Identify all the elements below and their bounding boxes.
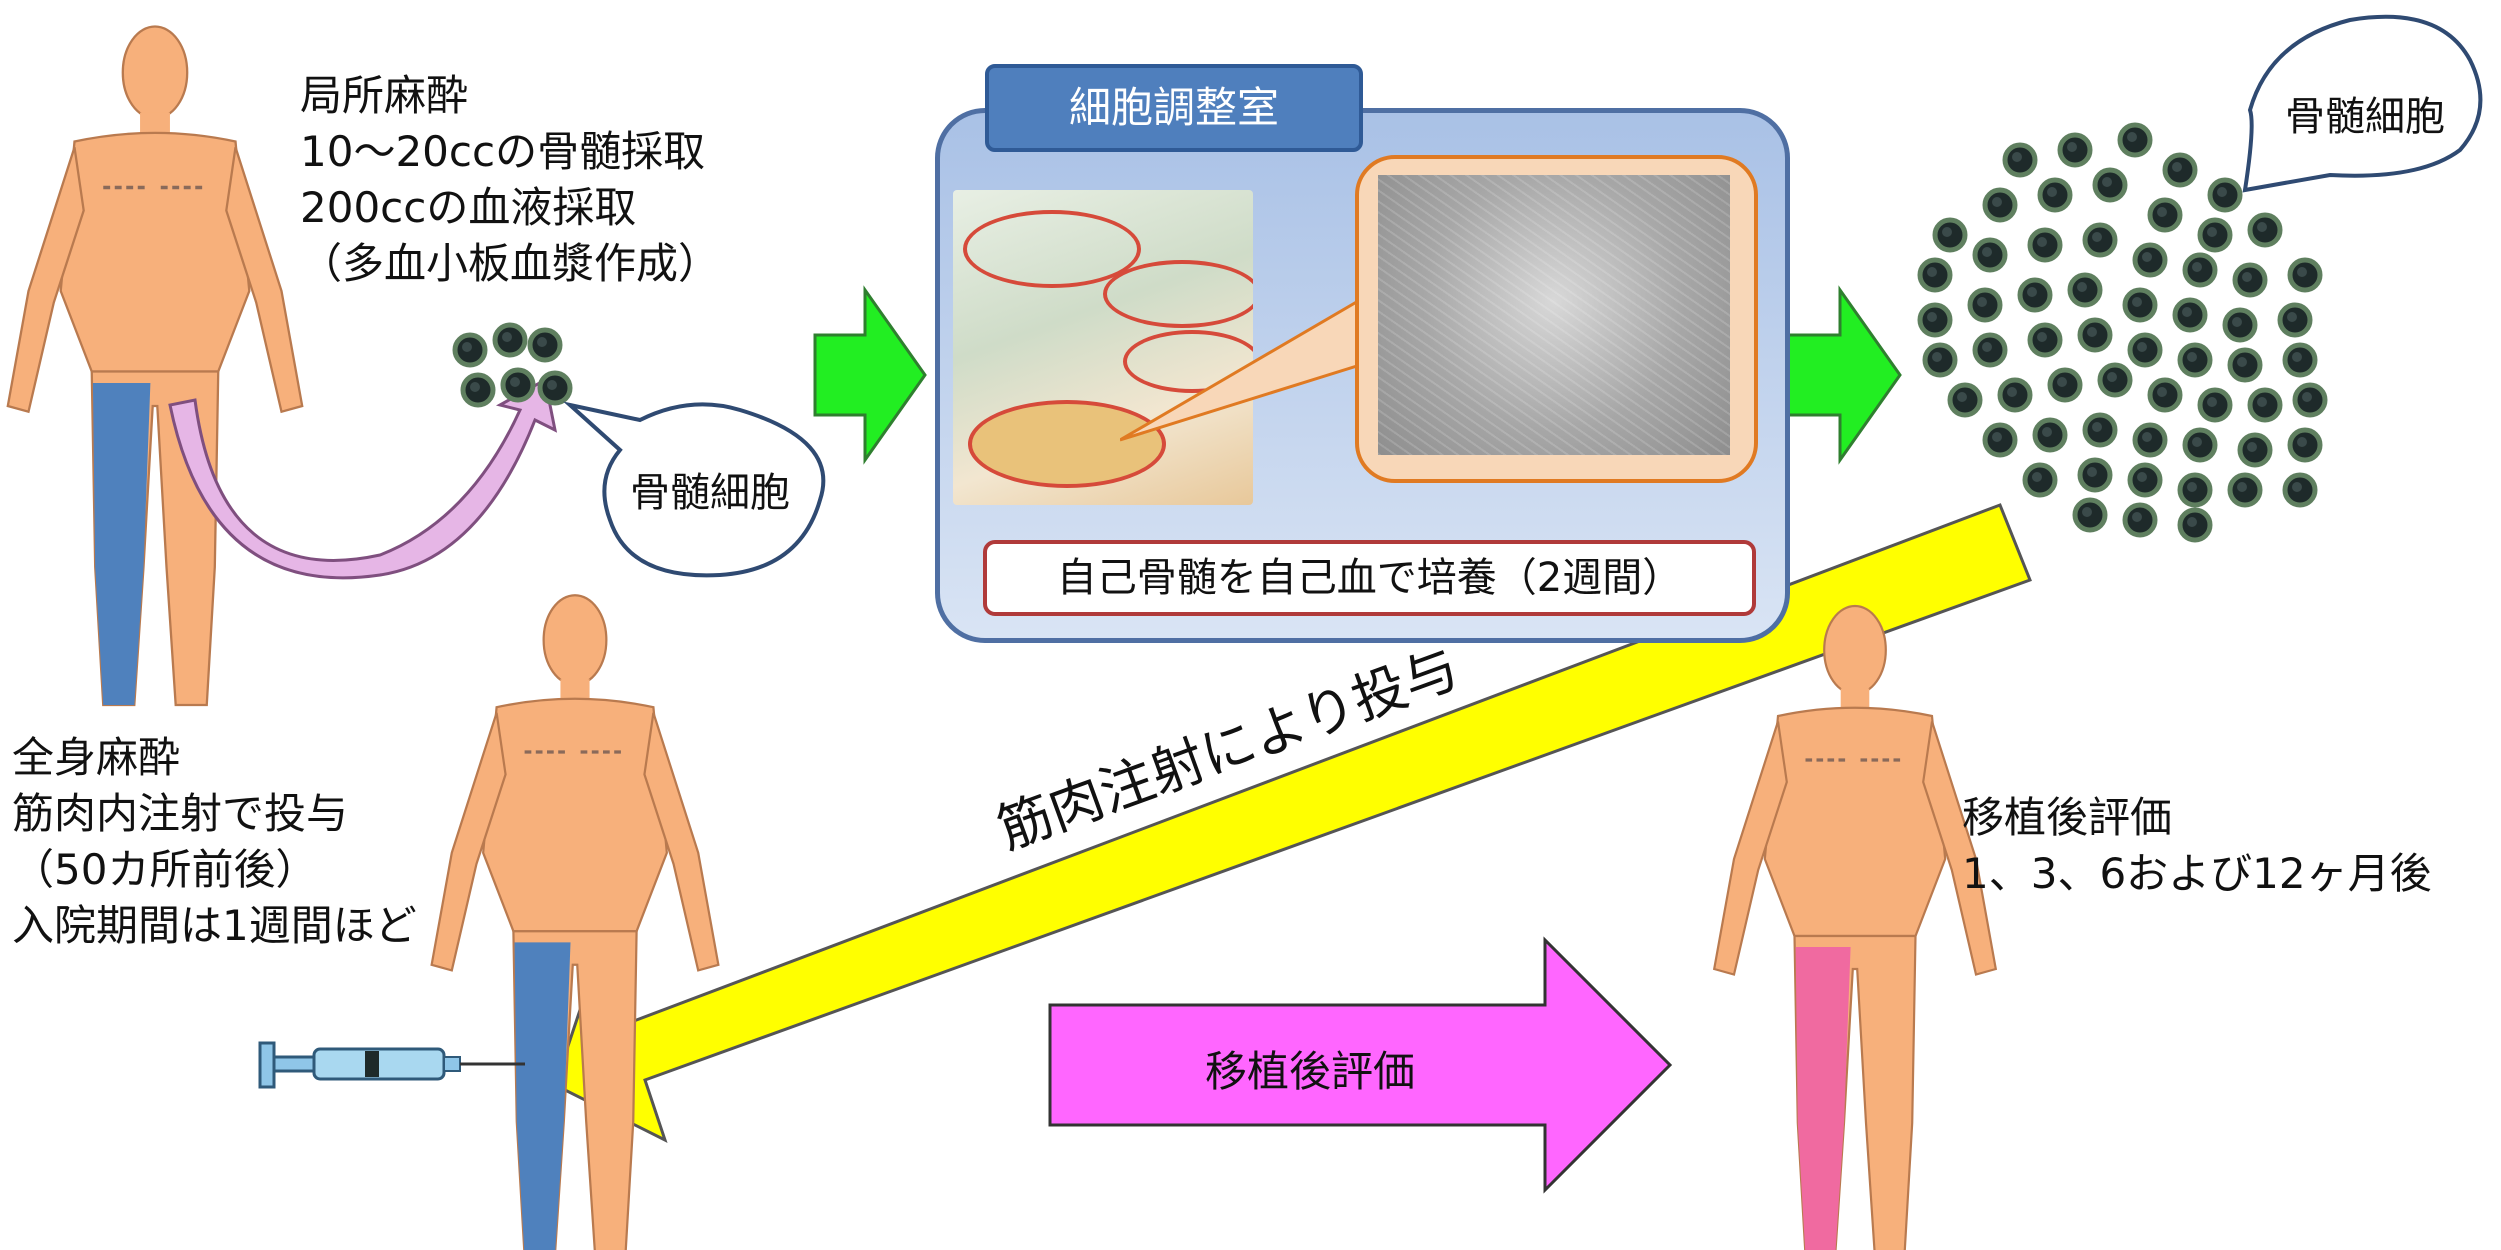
bone-marrow-cell-7 — [2040, 180, 2070, 210]
bone-marrow-cell-11 — [2250, 215, 2280, 245]
top-left-text: 局所麻酔 10〜20ccの骨髄採取 200ccの血液採取 （多血小板血漿作成） — [300, 68, 720, 292]
bone-marrow-cell-3 — [2165, 155, 2195, 185]
green-arrow-1 — [813, 285, 927, 465]
top-left-line-1: 局所麻酔 — [300, 71, 469, 120]
bone-marrow-cell-37 — [2000, 380, 2030, 410]
bone-marrow-cell-29 — [1975, 335, 2005, 365]
bottom-left-line-4: 入院期間は1週間ほど — [12, 901, 417, 950]
bone-marrow-cell-45 — [2035, 420, 2065, 450]
bubble-left-label: 骨髄細胞 — [630, 470, 790, 516]
top-left-line-4: （多血小板血漿作成） — [300, 239, 721, 288]
bone-marrow-cell-42 — [2250, 390, 2280, 420]
bone-marrow-cell-55 — [2230, 475, 2260, 505]
bone-marrow-cell-2 — [2120, 125, 2150, 155]
bone-marrow-cell-16 — [2135, 245, 2165, 275]
bone-marrow-cell-51 — [2025, 465, 2055, 495]
bone-marrow-cell-18 — [2235, 265, 2265, 295]
bottom-left-line-2: 筋肉内注射で投与 — [12, 789, 349, 838]
bone-marrow-cell-10 — [2200, 220, 2230, 250]
bubble-right-label: 骨髄細胞 — [2285, 94, 2445, 140]
bone-marrow-cell-22 — [2020, 280, 2050, 310]
bone-marrow-cell-46 — [2085, 415, 2115, 445]
bone-marrow-cell-19 — [2290, 260, 2320, 290]
bone-marrow-cell-4 — [2210, 180, 2240, 210]
bone-marrow-cell-38 — [2050, 370, 2080, 400]
bone-marrow-cell-53 — [2130, 465, 2160, 495]
bone-marrow-cell-5 — [1935, 220, 1965, 250]
bone-marrow-cell-9 — [2150, 200, 2180, 230]
bone-marrow-cell-33 — [2180, 345, 2210, 375]
bone-marrow-cell-43 — [2295, 385, 2325, 415]
bone-marrow-cell-59 — [2180, 510, 2210, 540]
bone-marrow-cell-8 — [2095, 170, 2125, 200]
bone-marrow-cell-14 — [2030, 230, 2060, 260]
bone-marrow-cell-24 — [2125, 290, 2155, 320]
bone-marrow-cell-32 — [2130, 335, 2160, 365]
bone-marrow-cell-23 — [2070, 275, 2100, 305]
bottom-right-text: 移植後評価 1、3、6および12ヶ月後 — [1962, 790, 2432, 902]
bone-marrow-cell-27 — [2280, 305, 2310, 335]
bone-marrow-cell-21 — [1970, 290, 2000, 320]
speech-bubble-right — [2242, 14, 2483, 193]
petri-dish-photo — [953, 190, 1253, 505]
patient-figure-bottom-right — [1712, 604, 1998, 1250]
bone-marrow-cell-49 — [2240, 435, 2270, 465]
bone-marrow-cell-17 — [2185, 255, 2215, 285]
syringe-icon — [258, 1041, 525, 1089]
bone-marrow-cell-47 — [2135, 425, 2165, 455]
bone-marrow-cell-48 — [2185, 430, 2215, 460]
bone-marrow-cell-34 — [2230, 350, 2260, 380]
bone-marrow-cell-56 — [2285, 475, 2315, 505]
bone-marrow-cell-0 — [2005, 145, 2035, 175]
bottom-right-line-2: 1、3、6および12ヶ月後 — [1962, 849, 2432, 898]
speech-bubble-left — [563, 401, 826, 578]
bone-marrow-cell-35 — [2285, 345, 2315, 375]
bone-marrow-cell-50 — [2290, 430, 2320, 460]
bone-marrow-cell-26 — [2225, 310, 2255, 340]
bone-marrow-cell-41 — [2200, 390, 2230, 420]
bone-marrow-cell-28 — [1925, 345, 1955, 375]
bone-marrow-cell-44 — [1985, 425, 2015, 455]
bone-marrow-cell-40 — [2150, 380, 2180, 410]
top-left-line-2: 10〜20ccの骨髄採取 — [300, 127, 706, 176]
bone-marrow-cell-25 — [2175, 300, 2205, 330]
bone-marrow-cell-15 — [2085, 225, 2115, 255]
magenta-arrow — [1048, 936, 1673, 1194]
microscope-image — [1378, 175, 1730, 455]
bone-marrow-cell-54 — [2180, 475, 2210, 505]
room-caption: 自己骨髄を自己血で培養（2週間） — [983, 540, 1756, 616]
green-arrow-2 — [1783, 285, 1902, 465]
bone-marrow-cell-36 — [1950, 385, 1980, 415]
bone-marrow-cell-6 — [1985, 190, 2015, 220]
bone-marrow-cell-39 — [2100, 365, 2130, 395]
bottom-left-text: 全身麻酔 筋肉内注射で投与 （50カ所前後） 入院期間は1週間ほど — [12, 730, 417, 954]
bone-marrow-cells-small — [455, 325, 570, 405]
top-left-line-3: 200ccの血液採取 — [300, 183, 637, 232]
bottom-right-line-1: 移植後評価 — [1962, 793, 2173, 842]
bone-marrow-cell-30 — [2030, 325, 2060, 355]
patient-figure-bottom-left — [429, 593, 721, 1250]
magenta-arrow-label: 移植後評価 — [1205, 1047, 1416, 1096]
bottom-left-line-1: 全身麻酔 — [12, 733, 181, 782]
patient-figure-top — [6, 24, 304, 707]
bottom-left-line-3: （50カ所前後） — [12, 845, 318, 894]
bone-marrow-cell-58 — [2125, 505, 2155, 535]
bone-marrow-cell-13 — [1975, 240, 2005, 270]
bone-marrow-cell-57 — [2075, 500, 2105, 530]
bone-marrow-cell-1 — [2060, 135, 2090, 165]
bone-marrow-cell-52 — [2080, 460, 2110, 490]
bone-marrow-cell-12 — [1920, 260, 1950, 290]
bone-marrow-cell-20 — [1920, 305, 1950, 335]
curved-arrow-icon — [168, 377, 558, 580]
bone-marrow-cell-31 — [2080, 320, 2110, 350]
room-title: 細胞調整室 — [985, 64, 1363, 152]
